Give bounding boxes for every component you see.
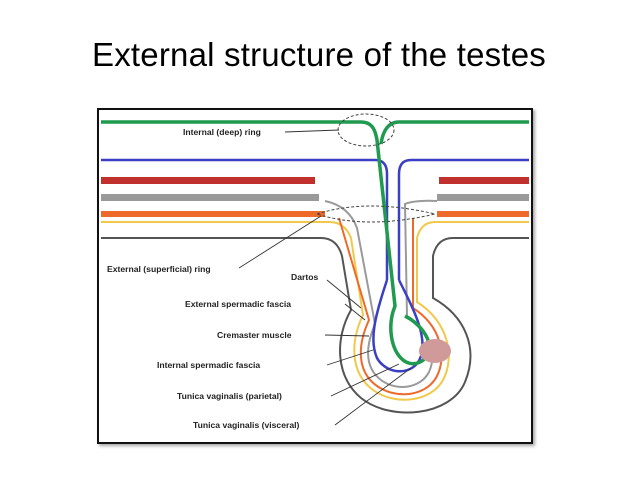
label-dartos: Dartos — [291, 272, 318, 282]
testes-diagram: Internal (deep) ring External (superfici… — [101, 113, 529, 430]
skin-line — [101, 237, 529, 414]
label-external-ring: External (superficial) ring — [107, 264, 211, 274]
green-cord-right — [379, 120, 529, 145]
external-ring-outline — [315, 205, 436, 223]
label-cremaster-muscle: Cremaster muscle — [217, 330, 292, 340]
diagram-frame: Internal (deep) ring External (superfici… — [97, 108, 533, 444]
orange-layer-right — [437, 211, 529, 217]
blue-sac — [372, 279, 424, 373]
slide-title: External structure of the testes — [92, 36, 546, 73]
label-internal-spermatic-fascia: Internal spermadic fascia — [157, 360, 260, 370]
red-layer-right — [439, 177, 529, 184]
label-internal-ring: Internal (deep) ring — [183, 127, 261, 137]
gray-sac — [324, 199, 438, 388]
testis — [419, 339, 451, 363]
label-external-spermatic-fascia: External spermadic fascia — [185, 299, 291, 309]
label-tunica-vaginalis-visceral: Tunica vaginalis (visceral) — [193, 420, 299, 430]
blue-layer-left — [101, 158, 389, 280]
orange-layer-left — [101, 211, 325, 217]
blue-layer-right — [397, 158, 529, 280]
leader-lines — [238, 129, 412, 426]
gray-layer-left — [101, 194, 319, 201]
red-layer-left — [101, 177, 315, 184]
yellow-layer — [101, 221, 529, 401]
label-tunica-vaginalis-parietal: Tunica vaginalis (parietal) — [177, 391, 282, 401]
green-cord — [360, 120, 431, 366]
gray-layer-right — [437, 194, 529, 201]
